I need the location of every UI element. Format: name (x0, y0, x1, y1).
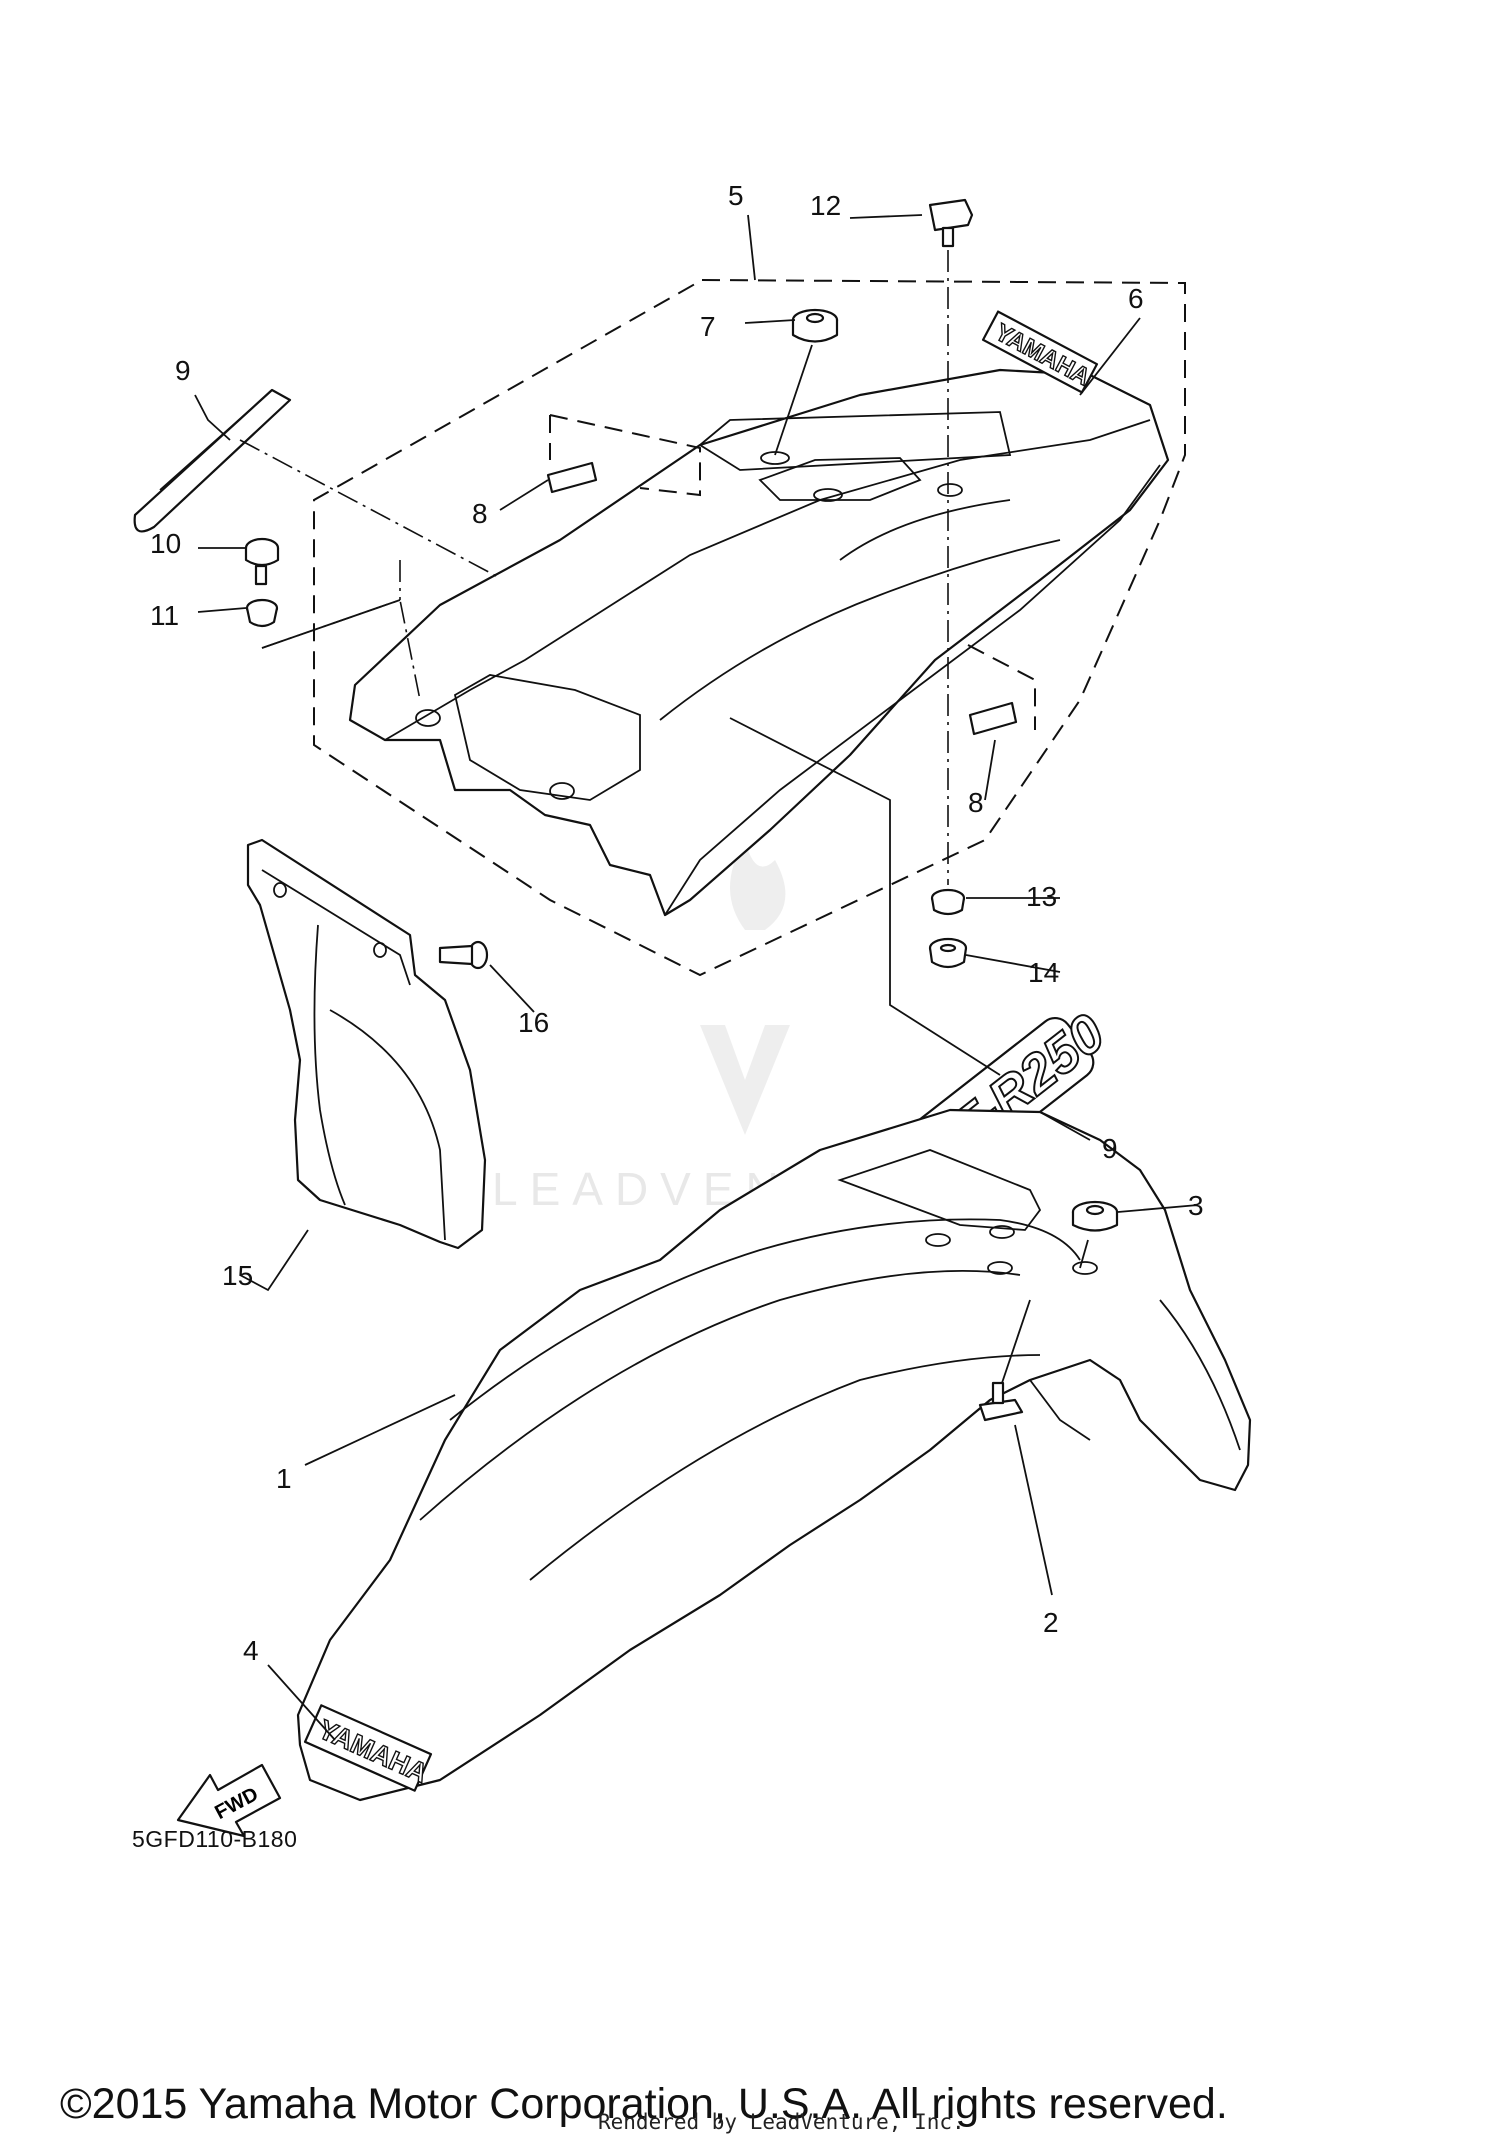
callout-4[interactable]: 4 (243, 1635, 259, 1666)
front-fender (296, 1108, 1252, 1802)
copyright-notice: ©2015 Yamaha Motor Corporation, U.S.A. A… (60, 2080, 1228, 2128)
callout-10[interactable]: 10 (150, 528, 181, 559)
bolt-10 (244, 537, 280, 586)
grommet-7 (791, 308, 839, 343)
callout-9a[interactable]: 9 (175, 355, 191, 386)
rendered-by-notice: Rendered by LeadVenture, Inc. (598, 2110, 965, 2134)
callout-8a[interactable]: 8 (472, 498, 488, 529)
screw-16 (438, 940, 489, 970)
callout-16[interactable]: 16 (518, 1007, 549, 1038)
callout-13[interactable]: 13 (1026, 881, 1057, 912)
callouts: 1 2 3 4 5 6 7 8 8 9 9 10 11 12 13 14 15 … (150, 180, 1204, 1666)
callout-9b[interactable]: 9 (1102, 1133, 1118, 1164)
callout-7[interactable]: 7 (700, 311, 716, 342)
bolt-2 (978, 1381, 1024, 1422)
diagram-code: 5GFD110-B180 (132, 1826, 298, 1852)
callout-1[interactable]: 1 (276, 1463, 292, 1494)
callout-6[interactable]: 6 (1128, 283, 1144, 314)
pad-8-upper (546, 461, 598, 494)
callout-12[interactable]: 12 (810, 190, 841, 221)
callout-3[interactable]: 3 (1188, 1190, 1204, 1221)
decal-strip-9 (133, 388, 292, 533)
leader-lines (194, 214, 1199, 1741)
callout-5[interactable]: 5 (728, 180, 744, 211)
callout-14[interactable]: 14 (1028, 957, 1059, 988)
pad-8-lower (968, 701, 1018, 736)
rear-fender (348, 368, 1170, 917)
assembly-outline (313, 278, 1186, 977)
mud-flap-15 (246, 838, 487, 1250)
front-yamaha-decal: YAMAHA (303, 1704, 433, 1792)
callout-8b[interactable]: 8 (968, 787, 984, 818)
grommet-3 (1071, 1200, 1119, 1232)
washer-13 (930, 888, 966, 916)
nut-14 (928, 937, 968, 969)
washer-11 (245, 598, 279, 628)
callout-15[interactable]: 15 (222, 1260, 253, 1291)
callout-11[interactable]: 11 (150, 600, 179, 631)
callout-2[interactable]: 2 (1043, 1607, 1059, 1638)
bolt-12 (928, 198, 974, 248)
